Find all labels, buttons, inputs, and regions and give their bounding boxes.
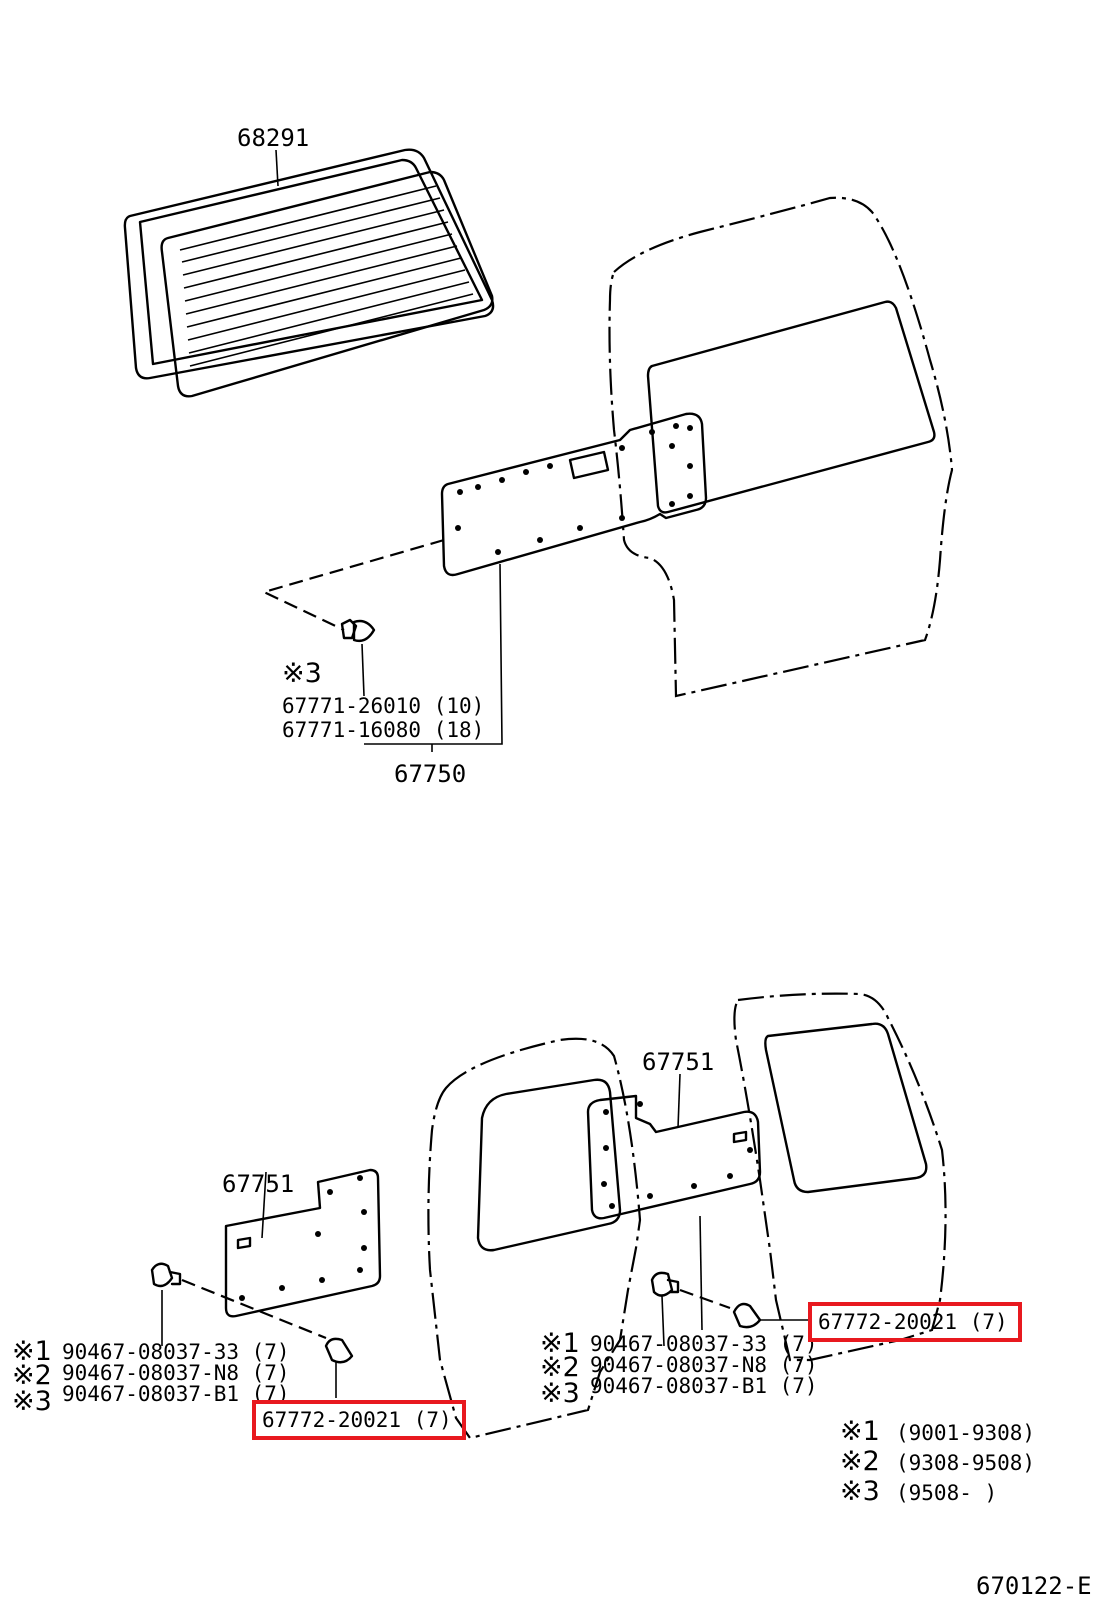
legend-range-3: (9508- ) <box>896 1481 997 1505</box>
legend-mark-1: ※1 <box>840 1416 880 1447</box>
legend: ※1 ※2 ※3 (9001-9308) (9308-9508) (9508- … <box>840 1416 1035 1507</box>
label-67771-16080: 67771-16080 (18) <box>282 718 484 742</box>
clip-lower-left-b <box>324 1337 354 1364</box>
label-67772-right: 67772-20021 (7) <box>818 1310 1008 1334</box>
label-67751-right: 67751 <box>642 1048 714 1076</box>
side-door-right <box>733 992 947 1362</box>
label-67751-left: 67751 <box>222 1170 294 1198</box>
mark-1-left: ※1 <box>12 1336 52 1367</box>
trim-board-lower-left <box>224 1168 382 1318</box>
mark-3-left: ※3 <box>12 1386 52 1417</box>
mark-2-left: ※2 <box>12 1360 52 1391</box>
legend-mark-2: ※2 <box>840 1446 880 1477</box>
label-right-clip-2: 90467-08037-N8 (7) <box>590 1353 818 1377</box>
label-left-clip-3: 90467-08037-B1 (7) <box>62 1382 290 1406</box>
label-68291: 68291 <box>237 124 309 152</box>
highlight-box-left <box>252 1400 466 1440</box>
clip-lower-right-a <box>650 1271 680 1297</box>
clip-upper <box>340 618 376 643</box>
clip-leader <box>361 643 365 697</box>
clip-lower-right-b <box>732 1302 762 1329</box>
clip-assembly-line <box>260 538 445 631</box>
label-67750: 67750 <box>394 760 466 788</box>
mark-2-right: ※2 <box>540 1352 580 1383</box>
highlight-box-right <box>808 1302 1022 1342</box>
legend-mark-3: ※3 <box>840 1476 880 1507</box>
label-left-clip-1: 90467-08037-33 (7) <box>62 1340 290 1364</box>
clip-lower-left-a <box>150 1262 182 1288</box>
mark-1-right: ※1 <box>540 1328 580 1359</box>
label-right-clip-3: 90467-08037-B1 (7) <box>590 1374 818 1398</box>
label-67772-left: 67772-20021 (7) <box>262 1408 452 1432</box>
legend-range-2: (9308-9508) <box>896 1451 1035 1475</box>
side-door-left <box>427 1037 642 1440</box>
board-upper-bracket <box>364 563 503 745</box>
back-door-upper <box>608 196 954 698</box>
mark-3-upper: ※3 <box>282 658 322 689</box>
label-right-clip-1: 90467-08037-33 (7) <box>590 1332 818 1356</box>
label-67771-26010: 67771-26010 (10) <box>282 694 484 718</box>
glass-leader <box>275 149 279 187</box>
mark-3-right: ※3 <box>540 1378 580 1409</box>
trim-board-upper <box>440 412 708 577</box>
legend-range-1: (9001-9308) <box>896 1421 1035 1445</box>
back-door-glass <box>123 148 495 398</box>
label-left-clip-2: 90467-08037-N8 (7) <box>62 1361 290 1385</box>
trim-board-lower-right <box>586 1094 762 1220</box>
diagram-reference: 670122-E <box>976 1572 1092 1600</box>
